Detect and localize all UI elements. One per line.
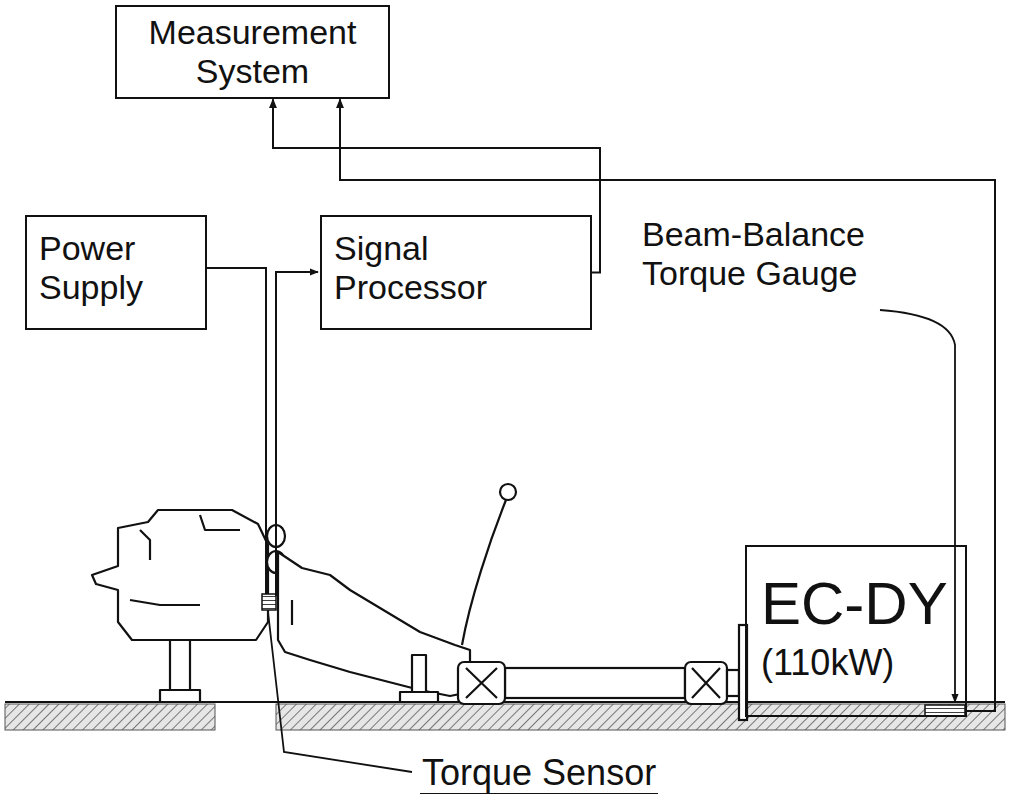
leader-line: [268, 612, 412, 772]
transmission: [92, 510, 285, 702]
beam-balance-gauge: [925, 705, 965, 716]
part-label: Torque Sensor: [420, 752, 658, 794]
box-title: Measurement System: [129, 13, 376, 91]
sensor-signal-wire: [276, 272, 318, 596]
extension-housing: [278, 552, 470, 702]
torque-sensor: [262, 594, 276, 610]
system-box: Power Supply: [25, 215, 207, 330]
box-title: Power Supply: [39, 229, 193, 307]
part-label: Beam-Balance Torque Gauge: [640, 215, 954, 293]
signal-connector: [340, 99, 995, 711]
propeller-shaft: [458, 625, 747, 720]
dynamometer-box: EC-DY(110kW): [745, 545, 967, 717]
system-box: Measurement System: [115, 5, 390, 99]
system-box: Signal Processor: [320, 215, 592, 330]
shift-lever: [462, 484, 516, 645]
box-subtitle: (110kW): [761, 642, 951, 683]
box-title: EC-DY: [761, 569, 951, 638]
power-wire: [206, 268, 266, 594]
box-title: Signal Processor: [334, 229, 578, 307]
wiring: [206, 268, 955, 772]
